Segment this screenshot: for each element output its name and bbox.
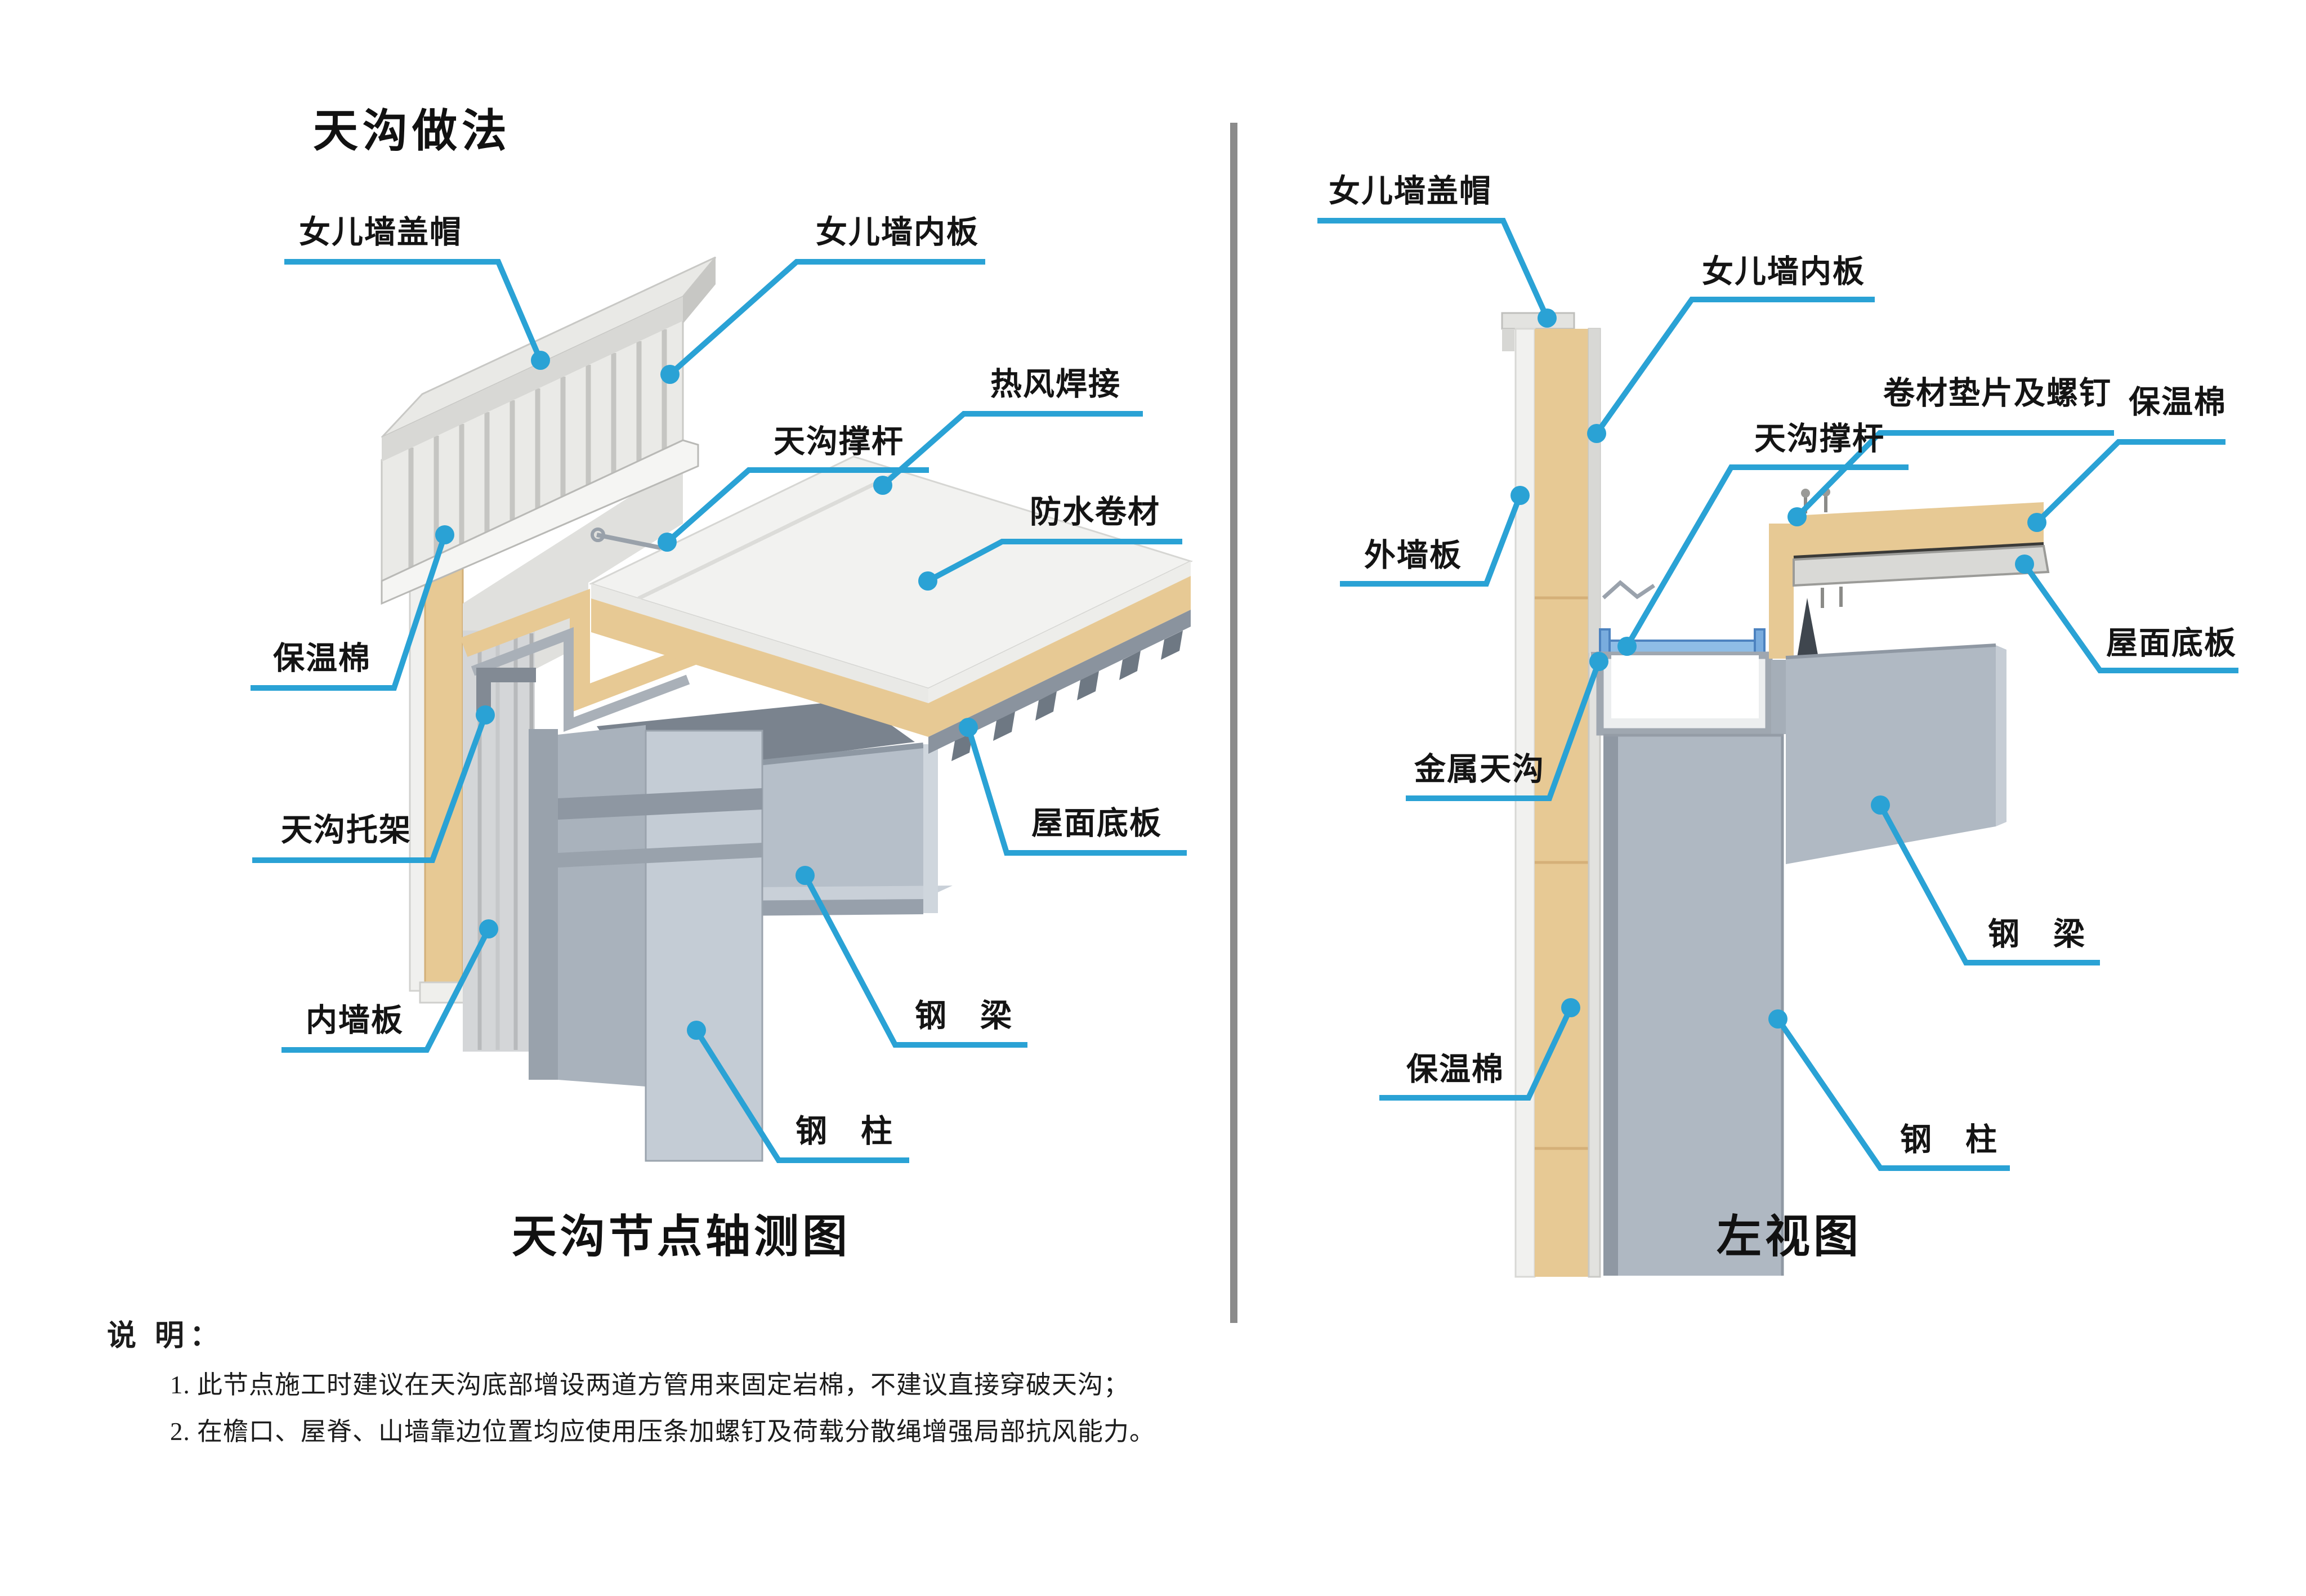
- roof-deck-strip: [1793, 544, 2050, 587]
- right-leader-lines: [1317, 218, 2238, 1171]
- metal-gutter-inside: [1611, 655, 1759, 718]
- right-view-caption: 左视图: [1717, 1213, 1862, 1262]
- gutter-insulation-wrap: [460, 588, 699, 713]
- label-left-insulation: 保温棉: [273, 641, 371, 677]
- label-left-roof-deck: 屋面底板: [1031, 806, 1162, 842]
- roof-edge-front-white: [928, 561, 1191, 703]
- label-right-steel-beam: 钢 梁: [1988, 917, 2086, 953]
- column-web: [558, 725, 646, 1087]
- label-right-gutter-strut: 天沟撑杆: [1754, 422, 1885, 457]
- label-left-waterproof-membrane: 防水卷材: [1030, 495, 1160, 530]
- gutter-bracket-leg: [476, 668, 491, 712]
- label-left-parapet-inner-panel: 女儿墙内板: [816, 215, 979, 251]
- label-right-insulation-top: 保温棉: [2129, 385, 2227, 421]
- gutter-channel: [471, 627, 690, 732]
- parapet-cap-front: [382, 297, 683, 462]
- label-right-parapet-inner-panel: 女儿墙内板: [1702, 254, 1865, 290]
- label-left-parapet-cap: 女儿墙盖帽: [299, 215, 462, 251]
- left-axonometric-structure: [381, 256, 1194, 1162]
- label-right-steel-column: 钢 柱: [1900, 1123, 1998, 1158]
- column-upper-sliver: [1771, 660, 1786, 734]
- label-left-gutter-bracket: 天沟托架: [281, 813, 412, 848]
- label-right-outer-wall-panel: 外墙板: [1364, 538, 1462, 574]
- notes-block: 说 明： 1. 此节点施工时建议在天沟底部增设两道方管用来固定岩棉，不建议直接穿…: [107, 1312, 1155, 1447]
- notes-heading: 说 明：: [107, 1320, 225, 1352]
- roof-deck-ribs: [951, 631, 1183, 761]
- right-leader-dots: [1510, 309, 2046, 1029]
- label-right-metal-gutter: 金属天沟: [1414, 752, 1545, 788]
- corrugation-ribs: [408, 329, 667, 567]
- steel-beam-section: [1786, 645, 1996, 864]
- left-leader-lines: [251, 259, 1187, 1163]
- left-leader-dots: [435, 351, 978, 1040]
- beam-end-lip: [1996, 645, 2006, 826]
- wall-insulation-core: [1535, 329, 1589, 1277]
- label-right-membrane-washer-screws: 卷材垫片及螺钉: [1883, 376, 2112, 412]
- label-left-gutter-strut: 天沟撑杆: [774, 424, 904, 460]
- column-left-flange: [529, 729, 558, 1080]
- label-left-steel-beam: 钢 梁: [915, 999, 1013, 1034]
- column-stiffener-2: [558, 843, 762, 868]
- deck-shadow: [1797, 598, 1818, 658]
- right-section-structure: [1501, 312, 2050, 1278]
- cap-left-tab: [1502, 329, 1514, 351]
- label-left-inner-wall-panel: 内墙板: [306, 1003, 404, 1039]
- membrane-weld-seam: [637, 469, 902, 601]
- membrane-layer-line: [1793, 542, 2044, 559]
- view-divider: [1230, 123, 1237, 1323]
- roof-edge-front-insulation: [928, 576, 1191, 737]
- beam-bottom-flange-top: [726, 886, 953, 901]
- liner-bracket: [1602, 580, 1655, 600]
- column-edge-left: [1603, 734, 1618, 1276]
- label-right-parapet-cap: 女儿墙盖帽: [1329, 174, 1492, 209]
- column-stiffener-1: [558, 788, 762, 820]
- note-item-1: 1. 此节点施工时建议在天沟底部增设两道方管用来固定岩棉，不建议直接穿破天沟；: [170, 1371, 1130, 1399]
- label-right-insulation-lower: 保温棉: [1406, 1052, 1504, 1088]
- page-title: 天沟做法: [313, 107, 511, 157]
- roof-deck-edge: [928, 610, 1191, 754]
- roof-insulation-strip: [1794, 502, 2044, 558]
- strut-hook: [591, 527, 605, 542]
- steel-column-section: [1603, 734, 1784, 1276]
- outer-wall-panel: [1514, 328, 1536, 1278]
- roof-edge-left-insulation: [591, 598, 928, 737]
- parapet-flashing: [381, 439, 699, 605]
- beam-end-plate: [923, 744, 938, 913]
- left-view-caption: 天沟节点轴测图: [512, 1213, 851, 1262]
- label-left-hot-air-weld: 热风焊接: [990, 367, 1121, 403]
- parapet-cap-end: [683, 257, 716, 324]
- roof-insulation-upstand: [1769, 524, 1794, 659]
- note-item-2: 2. 在檐口、屋脊、山墙靠边位置均应使用压条加螺钉及荷载分散绳增强局部抗风能力。: [170, 1418, 1156, 1446]
- label-right-roof-deck: 屋面底板: [2106, 626, 2237, 661]
- roof-edge-left-white: [591, 584, 928, 703]
- parapet-inner-liner: [1589, 329, 1600, 653]
- label-left-steel-column: 钢 柱: [796, 1114, 893, 1150]
